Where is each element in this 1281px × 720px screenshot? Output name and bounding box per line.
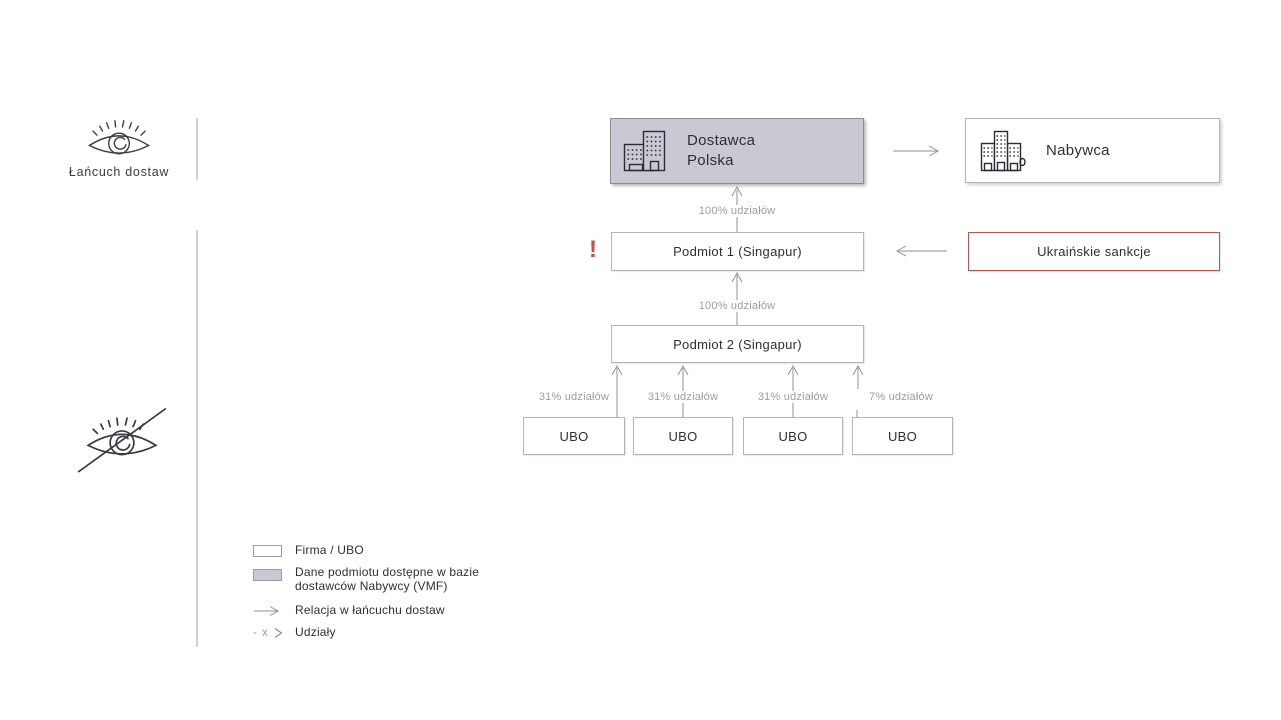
legend-item-vmf: Dane podmiotu dostępne w bazie dostawców… <box>253 565 480 593</box>
legend-item-firma: Firma / UBO <box>253 543 364 558</box>
node-ubo-2-label: UBO <box>668 428 698 444</box>
node-dostawca-line2: Polska <box>687 152 734 169</box>
edge-label-share-3: 31% udziałów <box>754 391 832 403</box>
legend-relacja-label: Relacja w łańcuchu dostaw <box>295 603 445 617</box>
legend-box-plain-swatch <box>253 544 282 557</box>
node-ubo-4-label: UBO <box>887 428 918 444</box>
node-podmiot-1-label: Podmiot 1 (Singapur) <box>673 244 802 259</box>
node-podmiot-1: Podmiot 1 (Singapur) <box>611 232 864 271</box>
eye-icon <box>88 120 150 155</box>
node-dostawca-line1: Dostawca <box>687 132 756 149</box>
divider-main <box>196 230 198 647</box>
edge-label-share-4: 7% udziałów <box>866 391 936 403</box>
node-sankcje-label: Ukraińskie sankcje <box>1037 244 1151 259</box>
edge-label-share-2: 31% udziałów <box>644 391 722 403</box>
node-ubo-3-label: UBO <box>778 428 808 444</box>
node-nabywca: Nabywca <box>965 118 1220 183</box>
edge-label-ownership-2: 100% udziałów <box>695 300 779 312</box>
legend-udzialy-label: Udziały <box>295 625 336 639</box>
legend-arrow-icon <box>254 605 280 616</box>
legend-share-arrowhead-icon <box>274 627 283 638</box>
legend-share-symbol-text: - x <box>253 626 269 639</box>
buildings-icon <box>980 130 1026 171</box>
node-podmiot-2: Podmiot 2 (Singapur) <box>611 325 864 363</box>
node-ubo-1: UBO <box>523 417 625 455</box>
node-ubo-3: UBO <box>743 417 843 455</box>
legend-item-udzialy: - x Udziały <box>253 625 336 640</box>
node-podmiot-2-label: Podmiot 2 (Singapur) <box>673 336 802 352</box>
edge-label-share-1: 31% udziałów <box>535 391 613 403</box>
divider-top <box>196 118 198 180</box>
legend-item-relacja: Relacja w łańcuchu dostaw <box>253 603 445 618</box>
node-ubo-2: UBO <box>633 417 733 455</box>
buildings-icon <box>623 130 666 172</box>
sanction-alert-icon: ! <box>589 236 597 263</box>
node-ubo-4: UBO <box>852 417 953 455</box>
legend-vmf-label-line1: Dane podmiotu dostępne w bazie <box>295 565 480 579</box>
node-sankcje: Ukraińskie sankcje <box>968 232 1220 271</box>
node-dostawca: Dostawca Polska <box>610 118 864 184</box>
edge-label-ownership-1: 100% udziałów <box>695 205 779 217</box>
supply-chain-label: Łańcuch dostaw <box>68 165 170 179</box>
legend-firma-label: Firma / UBO <box>295 543 364 557</box>
eye-crossed-icon <box>77 408 167 473</box>
node-ubo-1-label: UBO <box>559 428 589 444</box>
legend-box-filled-swatch <box>253 569 282 581</box>
legend-vmf-label-line2: dostawców Nabywcy (VMF) <box>295 578 448 593</box>
node-nabywca-label: Nabywca <box>1046 141 1110 159</box>
